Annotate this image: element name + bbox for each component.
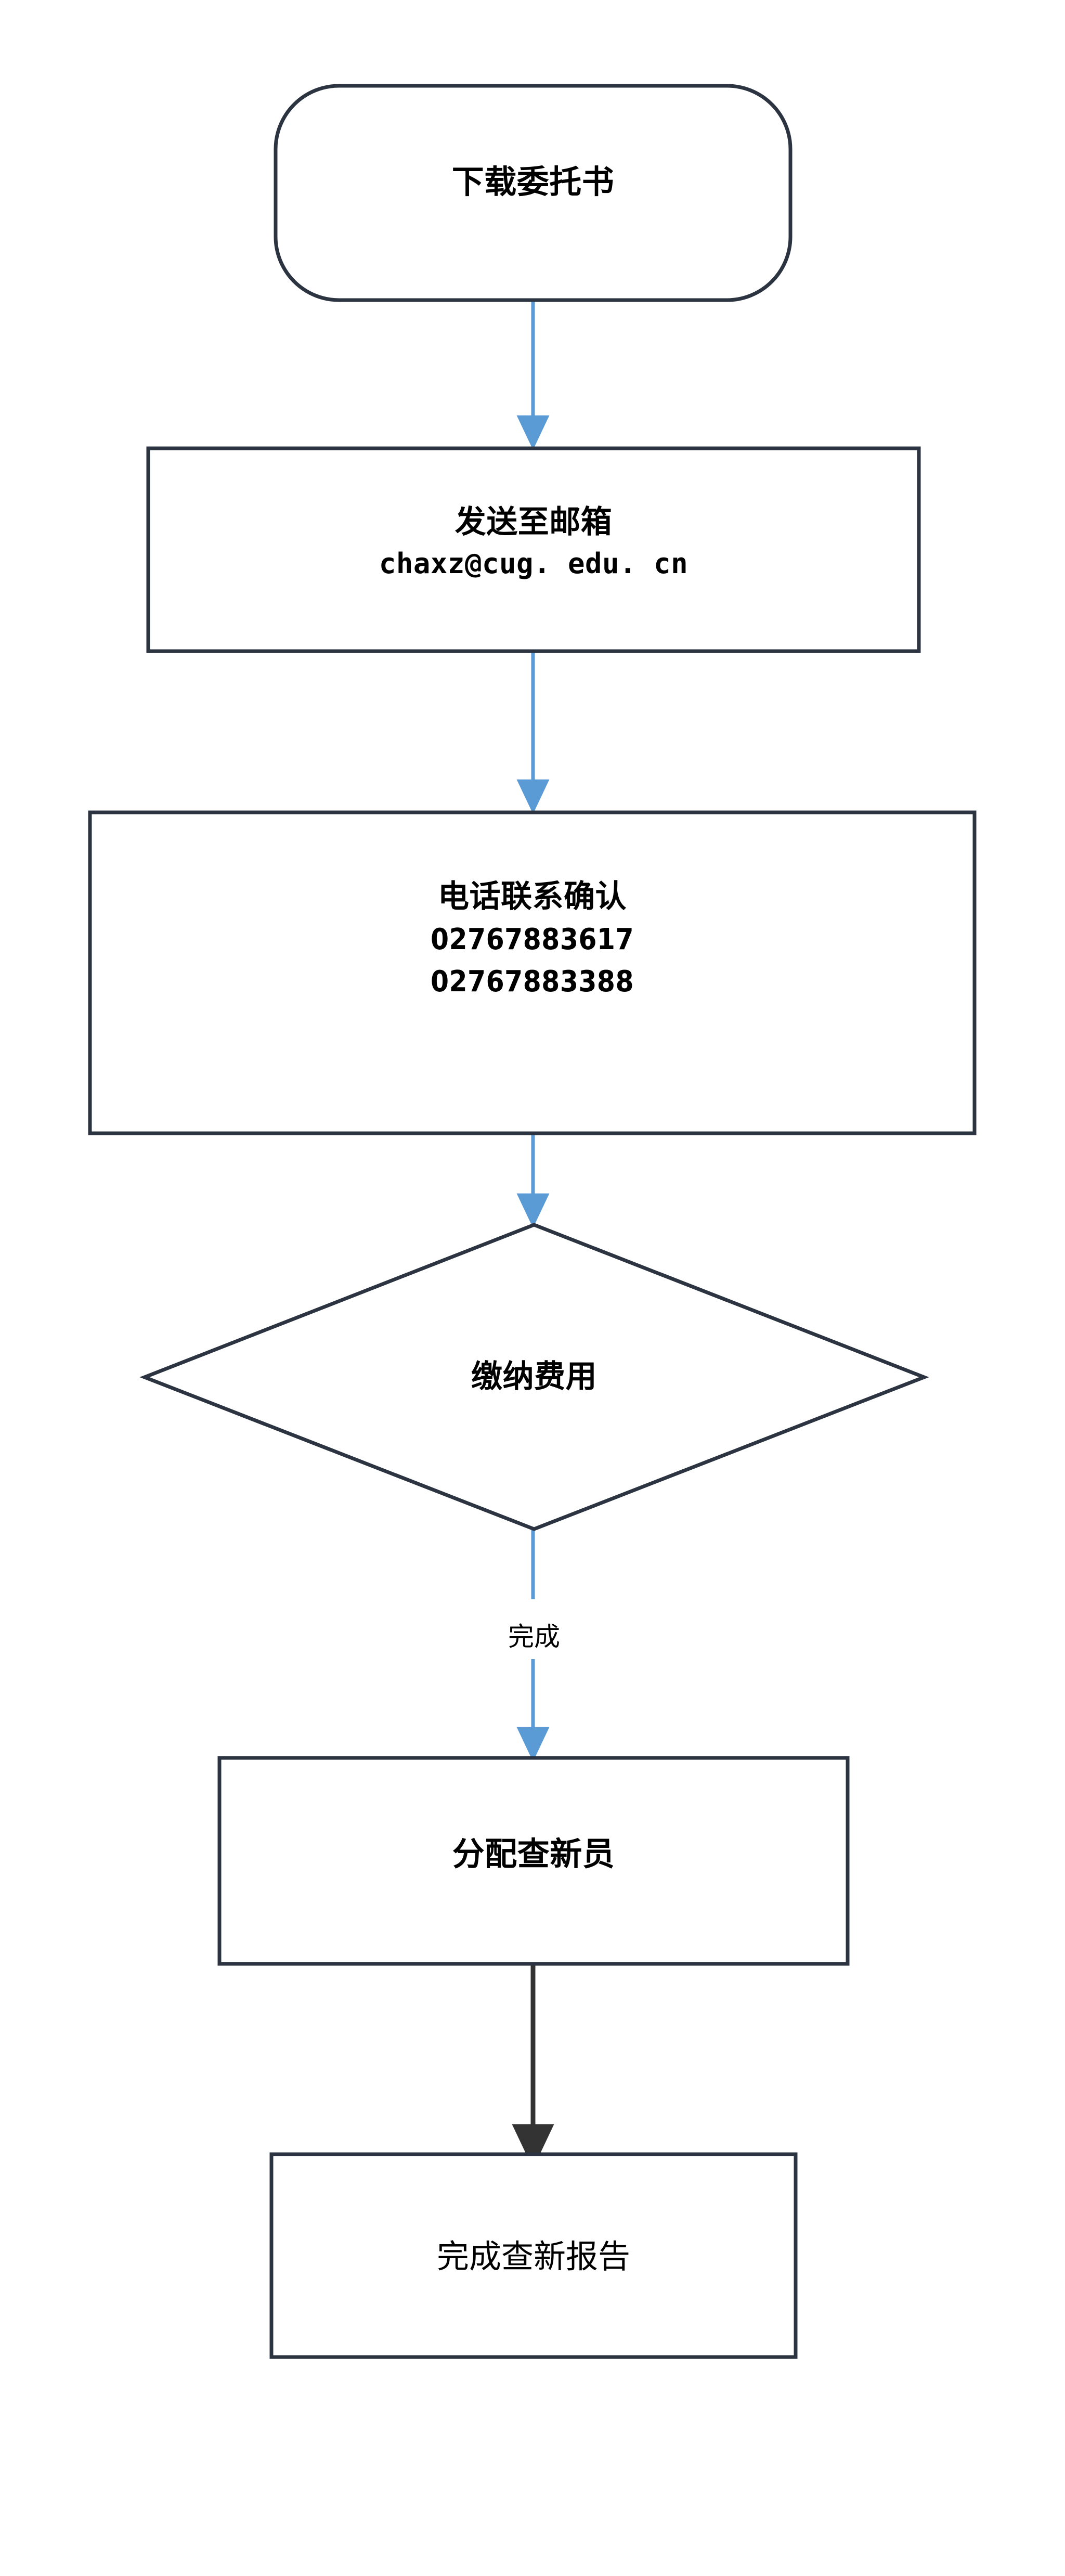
node-email-shape[interactable] [146, 446, 921, 653]
node-assign-shape[interactable] [217, 1756, 850, 1966]
node-fee-shape[interactable] [139, 1223, 929, 1531]
node-report-shape[interactable] [269, 2152, 798, 2359]
node-phone-shape[interactable] [88, 810, 977, 1135]
node-download-shape[interactable] [274, 84, 793, 302]
